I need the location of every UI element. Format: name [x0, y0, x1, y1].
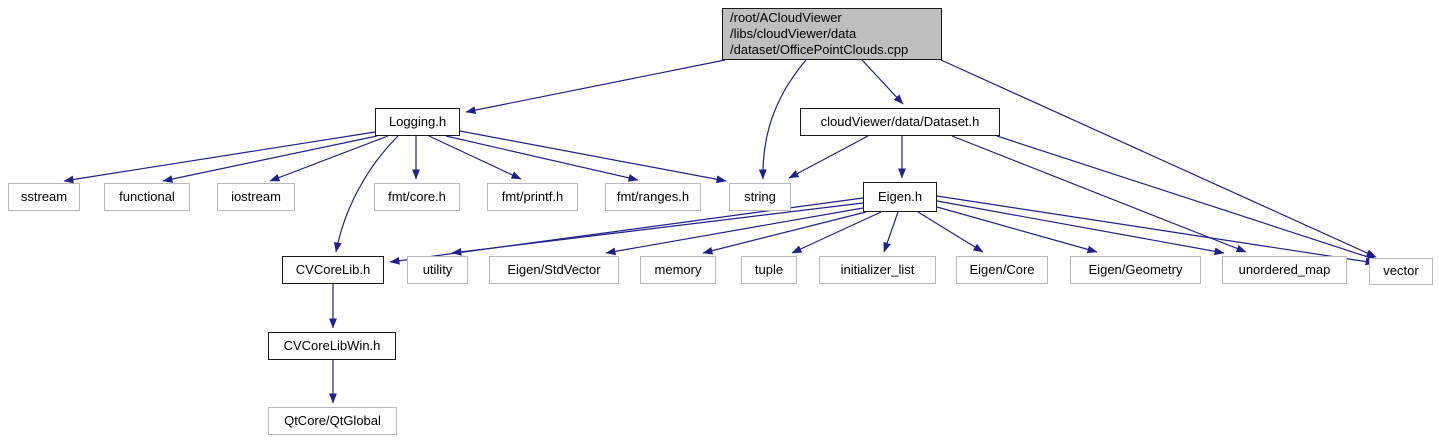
edge-officepointclouds_cpp-string [758, 59, 807, 180]
node-qtcore_qtglobal: QtCore/QtGlobal [268, 407, 397, 435]
node-string: string [729, 183, 791, 211]
edge-eigen_h-utility [451, 202, 864, 256]
node-eigen_stdvector: Eigen/StdVector [489, 256, 619, 284]
edge-logging_h-sstream [63, 131, 376, 184]
node-eigen_h[interactable]: Eigen.h [863, 182, 937, 212]
node-cvcorelibwin_h[interactable]: CVCoreLibWin.h [268, 332, 396, 360]
node-tuple: tuple [741, 256, 797, 284]
node-eigen_geometry: Eigen/Geometry [1070, 256, 1201, 284]
edge-officepointclouds_cpp-logging_h [465, 59, 726, 114]
node-memory: memory [640, 256, 716, 284]
node-iostream: iostream [217, 183, 295, 211]
edge-dataset_h-unordered_map [951, 135, 1247, 253]
edge-logging_h-cvcorelib_h [333, 135, 399, 253]
edge-officepointclouds_cpp-dataset_h [861, 59, 904, 105]
edge-dataset_h-vector [996, 135, 1378, 261]
node-dataset_h[interactable]: cloudViewer/data/Dataset.h [800, 108, 1000, 136]
edge-logging_h-functional [162, 135, 378, 183]
edge-eigen_h-unordered_map [936, 200, 1225, 256]
node-vector: vector [1369, 258, 1433, 285]
edge-dataset_h-string [788, 135, 869, 179]
edge-officepointclouds_cpp-vector [940, 59, 1377, 258]
node-cvcorelib_h[interactable]: CVCoreLib.h [282, 256, 384, 284]
node-unordered_map: unordered_map [1222, 256, 1347, 284]
node-functional: functional [104, 183, 190, 211]
edge-eigen_h-vector [936, 195, 1376, 266]
node-sstream: sstream [8, 183, 80, 211]
edge-eigen_h-eigen_geometry [936, 206, 1098, 254]
node-initializer_list: initializer_list [819, 256, 936, 284]
edge-eigen_h-eigen_core [917, 211, 984, 253]
edge-logging_h-fmt_printf_h [428, 135, 522, 180]
node-utility: utility [407, 256, 468, 284]
node-fmt_core_h: fmt/core.h [374, 183, 460, 211]
node-eigen_core: Eigen/Core [956, 256, 1048, 284]
edge-eigen_h-tuple [791, 211, 882, 254]
edge-eigen_h-initializer_list [883, 211, 899, 253]
node-officepointclouds_cpp: /root/ACloudViewer /libs/cloudViewer/dat… [722, 8, 942, 60]
edge-logging_h-fmt_ranges_h [445, 135, 639, 182]
edge-logging_h-string [459, 130, 727, 184]
node-fmt_printf_h: fmt/printf.h [487, 183, 578, 211]
edge-logging_h-iostream [269, 135, 389, 182]
edge-eigen_h-eigen_stdvector [605, 207, 864, 256]
edge-eigen_h-memory [702, 211, 867, 255]
node-fmt_ranges_h: fmt/ranges.h [605, 183, 701, 211]
node-logging_h[interactable]: Logging.h [375, 108, 460, 136]
